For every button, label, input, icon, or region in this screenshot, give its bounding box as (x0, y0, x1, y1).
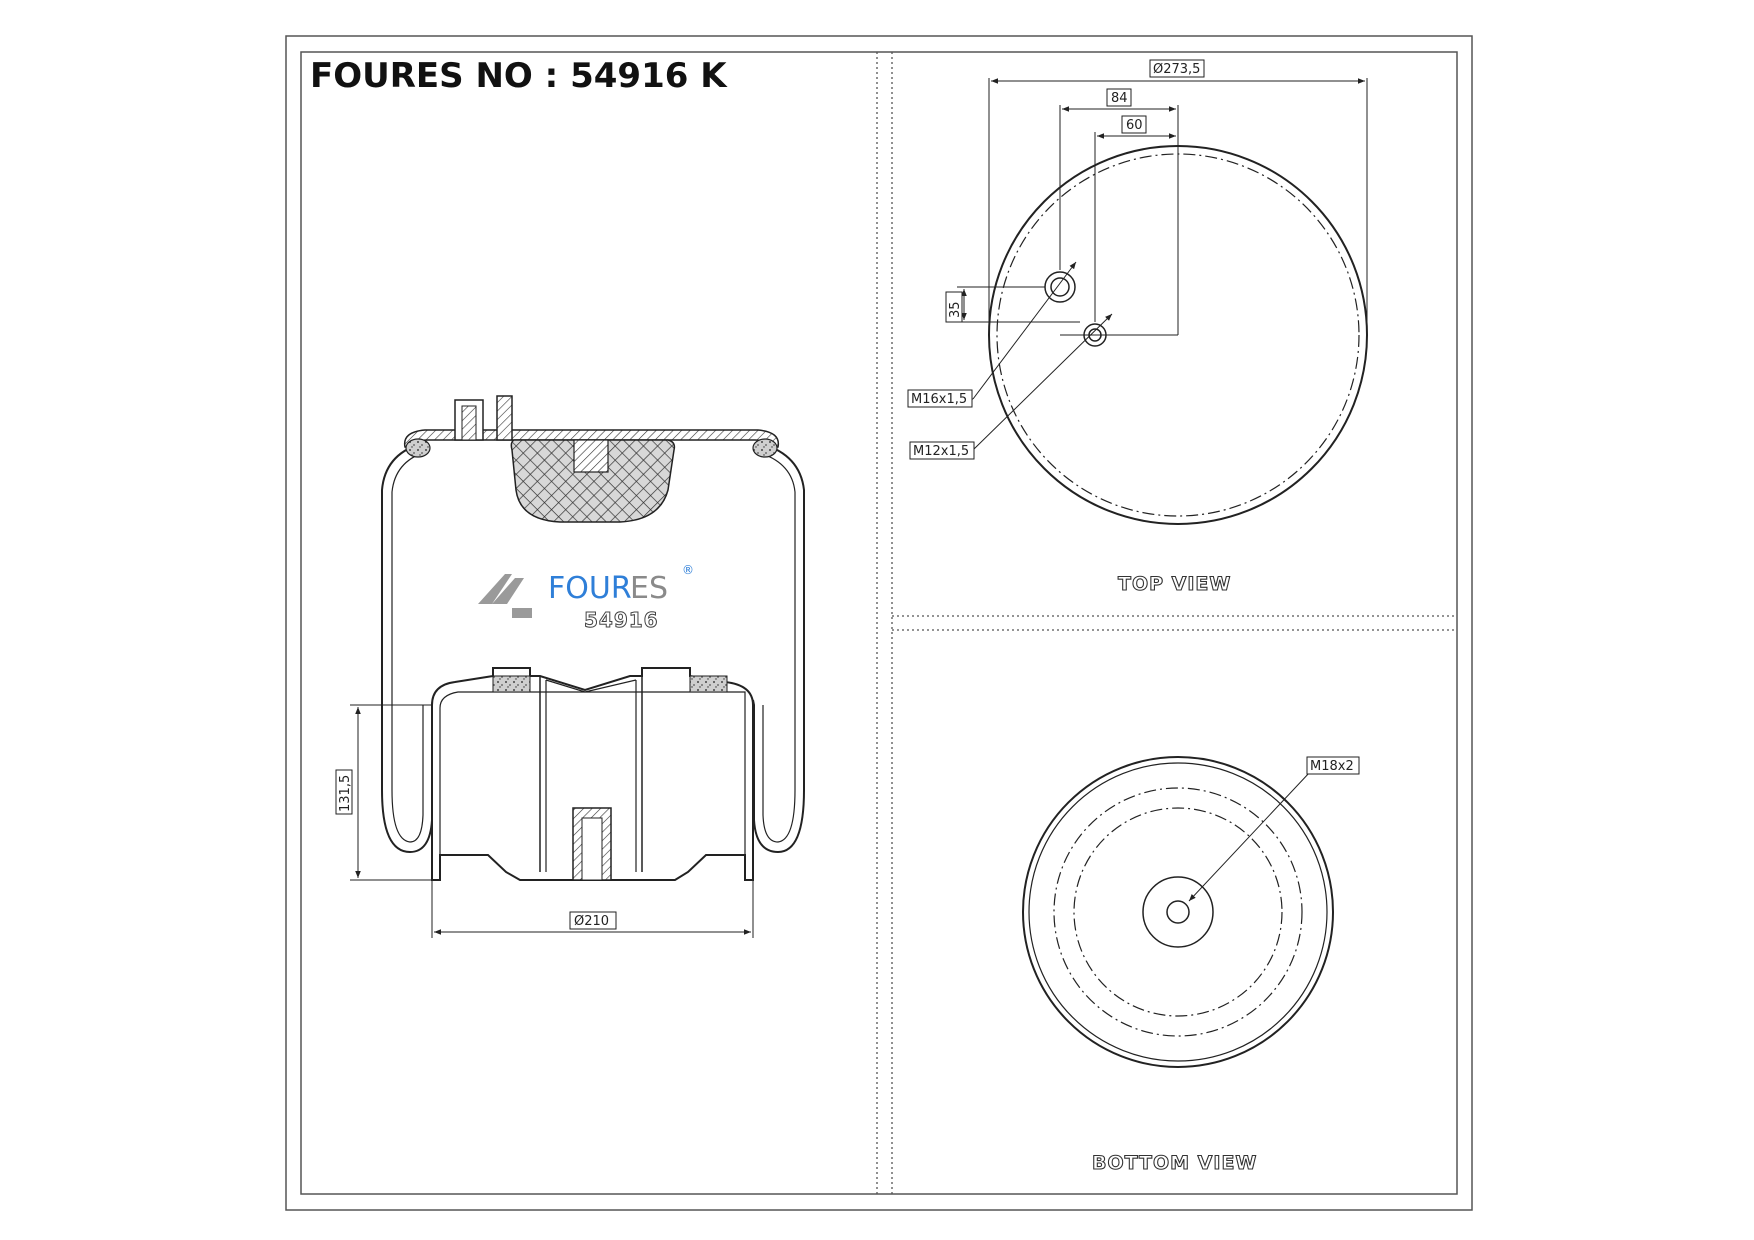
dim-outer-box (1149, 59, 1205, 78)
bottom-outer-circle (1022, 756, 1334, 1068)
drawing-title: FOURES NO : 54916 K (310, 56, 728, 96)
rubber-bumper (510, 439, 676, 523)
thread-m18-box (1306, 756, 1360, 775)
dim-60-box (1121, 115, 1147, 134)
dim-height-label: 131,5 (338, 775, 353, 812)
bottom-thread-hole (1166, 900, 1190, 924)
bellows-outer (381, 443, 434, 854)
piston-bottom-thread-bore (581, 817, 603, 881)
dim-35-box (945, 291, 963, 323)
logo-mark (478, 574, 524, 604)
foures-logo: FOUR ES ® 54916 (478, 563, 694, 633)
bottom-dashed-1 (1053, 787, 1303, 1037)
bead-right (752, 438, 778, 458)
bottom-dashed-2 (1073, 807, 1283, 1017)
logo-brand-blue: FOUR (548, 571, 632, 606)
thread-m16-box (907, 389, 973, 408)
dim-height-box (335, 769, 353, 815)
outer-frame (285, 35, 1473, 1211)
thread-m12-box (909, 441, 975, 460)
bellows-inner-right (756, 451, 796, 843)
top-view-label: TOP VIEW (1118, 573, 1231, 595)
air-connector-inner (461, 405, 477, 441)
piston-cup (545, 679, 637, 693)
leader-m18 (1188, 771, 1311, 902)
logo-registered: ® (682, 563, 694, 577)
thread-m16-label: M16x1,5 (911, 392, 967, 407)
dim-35-label: 35 (948, 301, 963, 318)
bottom-view-label: BOTTOM VIEW (1092, 1152, 1257, 1174)
bottom-view: M18x2 BOTTOM VIEW (1022, 756, 1360, 1175)
inner-frame (300, 51, 1458, 1195)
dim-dia-label: Ø210 (574, 914, 609, 929)
port-m16-inner (1050, 277, 1070, 297)
top-view: Ø273,5 84 60 35 M16x1,5 M12x1,5 TOP VIEW (907, 59, 1368, 596)
bead-left (405, 438, 431, 458)
thread-m12-label: M12x1,5 (913, 444, 969, 459)
leader-m16 (972, 261, 1077, 400)
logo-mark-base (512, 608, 532, 618)
piston-inner-wall (439, 691, 746, 855)
side-view: FOUR ES ® 54916 131,5 Ø210 (335, 395, 805, 938)
thread-m18-label: M18x2 (1310, 759, 1354, 774)
logo-part-number: 54916 (584, 608, 659, 632)
leader-m12 (972, 313, 1113, 451)
bottom-ring-1 (1028, 762, 1328, 1062)
piston-insert-right (689, 675, 728, 693)
dim-dia-box (569, 911, 617, 930)
bellows-outer-right (752, 443, 805, 854)
logo-brand-grey: ES (630, 571, 668, 606)
dim-outer-label: Ø273,5 (1153, 62, 1200, 77)
piston-insert-left (492, 675, 531, 693)
bellows-inner (391, 451, 426, 843)
dim-84-box (1106, 88, 1132, 107)
dim-84-label: 84 (1111, 91, 1128, 106)
bumper-insert (573, 439, 609, 473)
dim-60-label: 60 (1126, 118, 1143, 133)
stud-bolt (496, 395, 513, 441)
